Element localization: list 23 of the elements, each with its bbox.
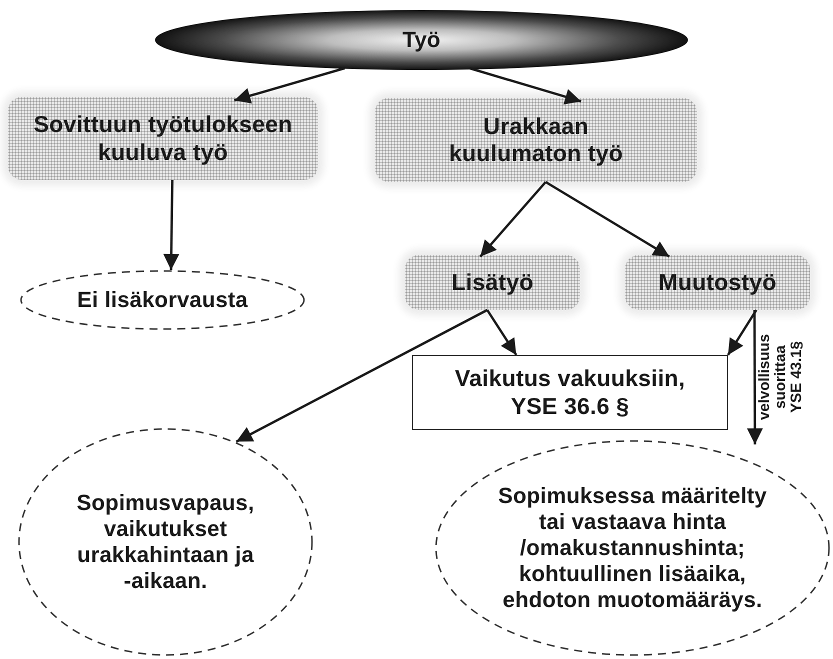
arrow	[469, 67, 582, 104]
node-text: Ei lisäkorvausta	[77, 287, 248, 313]
arrow	[746, 310, 763, 444]
node-text: Urakkaan kuulumaton työ	[448, 112, 624, 168]
arrow	[479, 181, 547, 258]
arrow	[486, 309, 518, 356]
shaded-box	[625, 255, 810, 310]
arrow	[545, 180, 670, 258]
arrow	[163, 180, 180, 270]
shaded-box	[405, 255, 580, 310]
shaded-box	[8, 97, 318, 180]
arrow	[236, 308, 488, 443]
node-text: Sopimusvapaus, vaikutukset urakkahintaan ja -aikaan.	[76, 490, 256, 594]
node-text: Lisätyö	[452, 268, 534, 296]
arrow	[726, 309, 758, 356]
node-text: Sopimuksessa määritelty tai vastaava hinta /omakustannushinta; kohtuullinen lisäaika, ehdoton muotomääräys.	[497, 483, 768, 613]
node-text: Muutostyö	[658, 268, 777, 296]
shaded-box	[375, 98, 697, 182]
node-text: Työ	[402, 27, 441, 53]
process-box	[412, 355, 728, 430]
arrow	[234, 67, 346, 104]
node-text: Vaikutus vakuuksiin, YSE 36.6 §	[454, 365, 686, 420]
node-text: Sovittuun työtulokseen kuuluva työ	[32, 111, 294, 166]
